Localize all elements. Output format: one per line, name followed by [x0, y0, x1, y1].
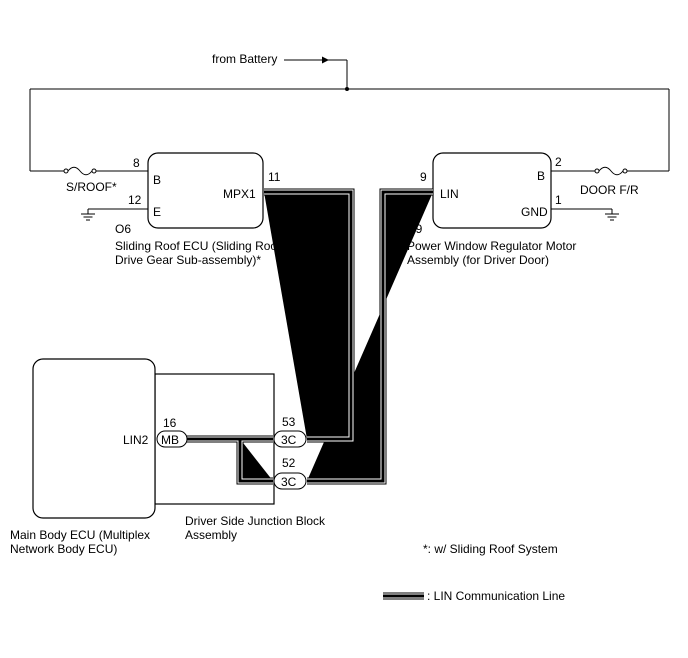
ground-icon	[605, 213, 619, 221]
footnote: *: w/ Sliding Roof System	[423, 542, 558, 556]
junction-pin-53: 53	[282, 415, 296, 429]
sroof-circuit: S/ROOF* 8 12	[30, 156, 148, 221]
sroof-name-line1: Sliding Roof ECU (Sliding Roof	[115, 239, 281, 253]
arrow-right-icon	[322, 56, 329, 64]
pw-pin-lin: LIN	[440, 187, 459, 201]
main-body-ecu: LIN2 16 Main Body ECU (Multiplex Network…	[10, 358, 177, 556]
connector-3c-bottom: 3C	[273, 472, 307, 490]
sliding-roof-ecu: B E MPX1 11 O6 Sliding Roof ECU (Sliding…	[115, 152, 281, 267]
pw-name-line2: Assembly (for Driver Door)	[407, 253, 549, 267]
connector-mb-label: MB	[161, 433, 179, 447]
sroof-pin-e-number: 12	[128, 193, 142, 207]
pw-pin-gnd-number: 1	[555, 193, 562, 207]
sroof-pin-e: E	[153, 205, 161, 219]
sroof-name-line2: Drive Gear Sub-assembly)*	[115, 253, 261, 267]
connector-mb: MB	[156, 430, 188, 448]
sroof-pin-b-number: 8	[133, 156, 140, 170]
mbecu-pin-number: 16	[163, 416, 177, 430]
pw-pin-gnd: GND	[521, 205, 548, 219]
sroof-pin-mpx1: MPX1	[223, 187, 256, 201]
junction-name-line2: Assembly	[185, 528, 237, 542]
pw-name-line1: Power Window Regulator Motor	[407, 239, 576, 253]
battery-feed: from Battery	[29, 52, 670, 171]
ground-icon	[81, 213, 95, 221]
mbecu-name-line2: Network Body ECU)	[10, 542, 117, 556]
mbecu-pin-lin2: LIN2	[123, 433, 149, 447]
junction-name-line1: Driver Side Junction Block	[185, 514, 326, 528]
legend: : LIN Communication Line	[383, 589, 565, 603]
battery-label: from Battery	[212, 52, 277, 66]
lin-bus-lines	[186, 192, 433, 481]
legend-lin-label: : LIN Communication Line	[427, 589, 565, 603]
sroof-pin-b: B	[153, 173, 161, 187]
sroof-fuse-label: S/ROOF*	[66, 180, 117, 194]
mbecu-name-line1: Main Body ECU (Multiplex	[10, 528, 150, 542]
connector-3c-top-label: 3C	[281, 433, 297, 447]
fuse-icon	[594, 166, 628, 176]
pw-pin-lin-number: 9	[420, 170, 427, 184]
pw-pin-b-number: 2	[555, 155, 562, 169]
pw-pin-b: B	[537, 169, 545, 183]
door-fr-fuse-label: DOOR F/R	[580, 183, 639, 197]
sroof-connector-code: O6	[115, 222, 131, 236]
sroof-pin-mpx1-number: 11	[268, 170, 281, 184]
door-fr-circuit: DOOR F/R	[551, 166, 669, 221]
connector-3c-top: 3C	[273, 430, 307, 448]
connector-3c-bottom-label: 3C	[281, 475, 297, 489]
power-window-regulator: LIN B GND 9 2 1 H9 Power Window Regulato…	[407, 152, 576, 267]
fuse-icon	[63, 166, 97, 176]
junction-pin-52: 52	[282, 456, 296, 470]
